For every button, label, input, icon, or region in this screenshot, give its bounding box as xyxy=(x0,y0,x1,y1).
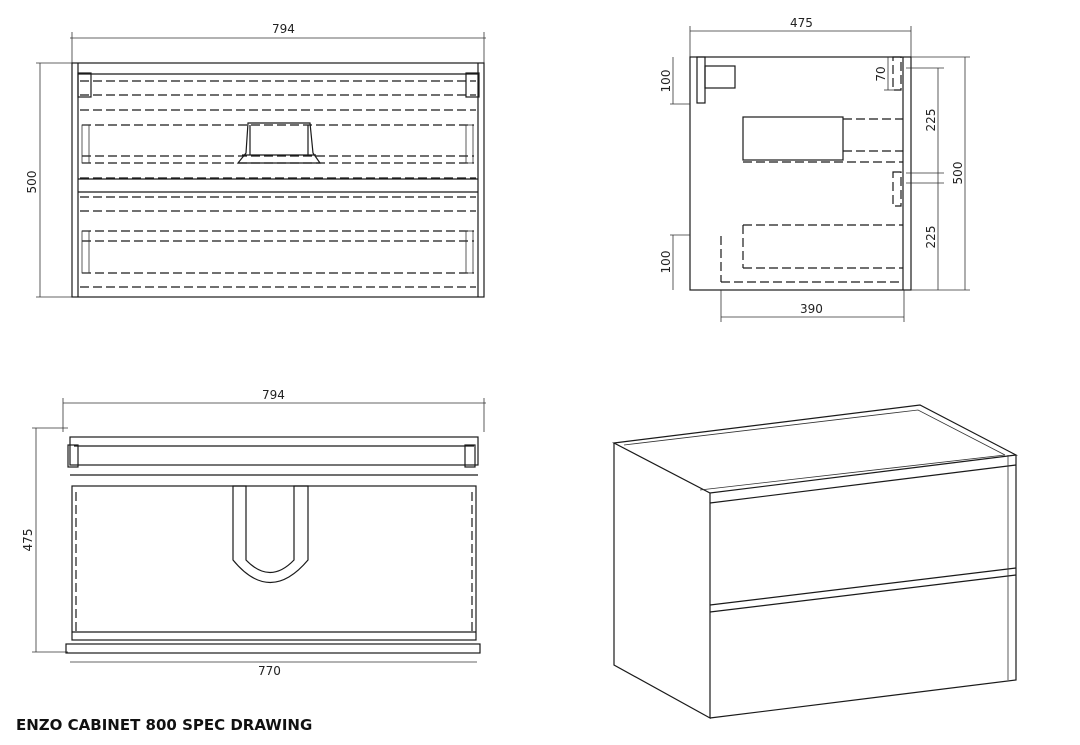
inner-width-label: 770 xyxy=(258,664,281,678)
hinge-icon xyxy=(704,65,736,89)
basin-waste-icon xyxy=(236,122,322,164)
front-width-label: 794 xyxy=(272,22,295,36)
drawing-title: ENZO CABINET 800 SPEC DRAWING xyxy=(16,716,313,734)
side-depth-label: 475 xyxy=(790,16,813,30)
front-height-label: 500 xyxy=(25,171,39,194)
rail-label: 70 xyxy=(874,66,888,81)
top-depth-label: 475 xyxy=(21,529,35,552)
lower-drawer-label: 225 xyxy=(924,226,938,249)
basin-waste-icon xyxy=(742,116,844,161)
drawer-depth-label: 390 xyxy=(800,302,823,316)
isometric-view xyxy=(612,404,1018,720)
upper-drawer-label: 225 xyxy=(924,109,938,132)
side-height-label: 500 xyxy=(951,162,965,185)
hinge-icon xyxy=(67,444,79,468)
top-width-label: 794 xyxy=(262,388,285,402)
side-view: 475 100 100 70 225 225 500 390 xyxy=(659,16,970,322)
bottom-offset-label: 100 xyxy=(659,251,673,274)
waste-trap-icon xyxy=(232,485,309,583)
front-view: 794 500 xyxy=(25,22,486,298)
top-offset-label: 100 xyxy=(659,70,673,93)
top-view: 794 475 770 xyxy=(21,388,486,678)
hinge-icon xyxy=(77,72,92,98)
